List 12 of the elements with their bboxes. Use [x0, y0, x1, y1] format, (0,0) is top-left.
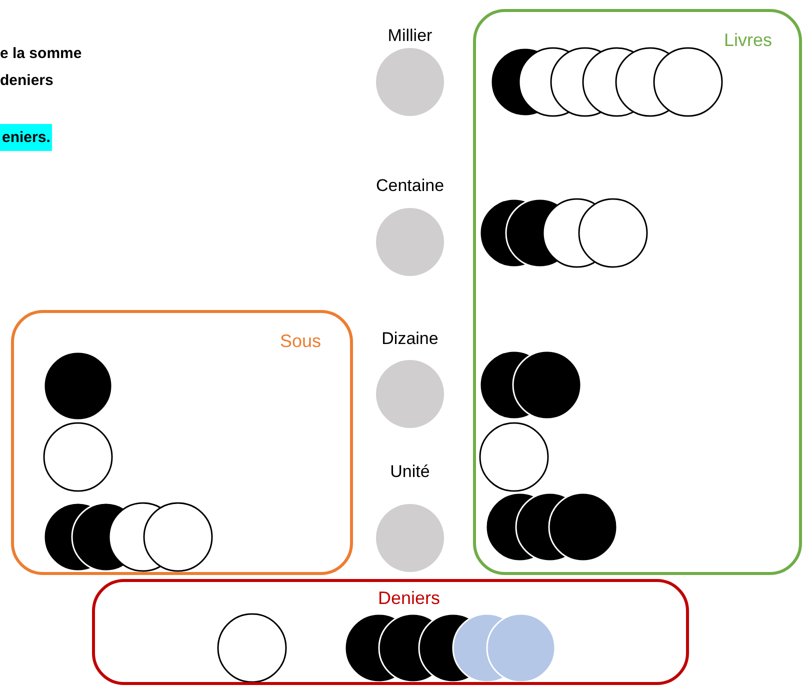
- place-value-label: Dizaine: [380, 329, 440, 349]
- group-frame: [473, 9, 802, 575]
- group-heading: Sous: [280, 331, 322, 352]
- place-value-label: Centaine: [374, 176, 446, 196]
- group-frame: [11, 310, 353, 575]
- group-heading: Livres: [724, 30, 772, 51]
- group-heading: Deniers: [378, 588, 440, 609]
- group-frame: [92, 579, 689, 685]
- place-value-label: Unité: [389, 462, 431, 482]
- instruction-text: eniers.: [0, 124, 52, 151]
- place-value-label: Millier: [386, 26, 434, 46]
- instruction-text: e la somme deniers: [0, 44, 83, 91]
